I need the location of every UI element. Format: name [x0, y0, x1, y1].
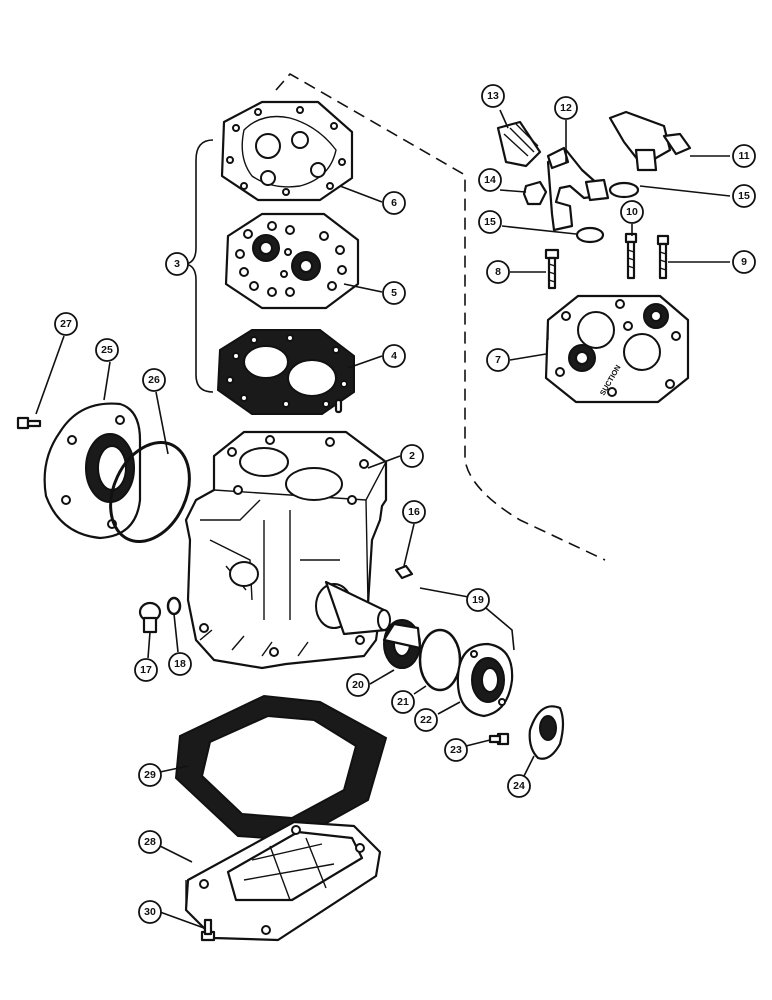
seal-cover-plate: [456, 642, 514, 718]
seal-plate-screw: [16, 416, 42, 430]
leader-lines: [35, 109, 731, 929]
callout-8-label: 8: [495, 266, 501, 278]
callout-3: 3: [165, 252, 189, 276]
callout-4: 4: [382, 344, 406, 368]
callout-22: 22: [414, 708, 438, 732]
callout-23: 23: [444, 738, 468, 762]
callout-27: 27: [54, 312, 78, 336]
callout-2: 2: [400, 444, 424, 468]
bottom-cover-plate: [184, 820, 382, 942]
callout-28-label: 28: [144, 836, 156, 848]
bottom-plate-gasket: [174, 694, 388, 842]
callout-11-label: 11: [738, 150, 749, 162]
callout-28: 28: [138, 830, 162, 854]
oil-fill-plug: [138, 601, 162, 634]
callout-13: 13: [481, 84, 505, 108]
callout-21: 21: [391, 690, 415, 714]
callout-26: 26: [142, 368, 166, 392]
callout-4-label: 4: [391, 350, 397, 362]
seal-o-ring: [418, 628, 462, 692]
callout-15-discharge: 15: [732, 184, 756, 208]
callout-17-label: 17: [140, 664, 152, 676]
callout-23-label: 23: [450, 744, 462, 756]
flare-nut-small: [522, 180, 548, 206]
callout-15-suction-label: 15: [484, 216, 496, 228]
callout-10-label: 10: [626, 206, 638, 218]
callout-22-label: 22: [420, 714, 432, 726]
oil-plug-o-ring: [166, 596, 182, 616]
discharge-service-valve: [608, 110, 692, 172]
callout-7: 7: [486, 348, 510, 372]
callout-15-discharge-label: 15: [738, 190, 750, 202]
callout-9-label: 9: [741, 256, 747, 268]
head-bolt-long: [656, 234, 670, 280]
callout-16: 16: [402, 500, 426, 524]
callout-2-label: 2: [409, 450, 415, 462]
dowel-pin: [334, 398, 343, 414]
head-group-dashed-outline: [275, 72, 606, 561]
callout-16-label: 16: [408, 506, 420, 518]
callout-30-label: 30: [144, 906, 156, 918]
head-bolt-short: [624, 232, 638, 280]
service-valve-cap: [496, 120, 542, 168]
callout-5: 5: [382, 281, 406, 305]
callout-29: 29: [138, 763, 162, 787]
callout-19-label: 19: [472, 594, 484, 606]
o-ring-discharge: [608, 181, 640, 199]
callout-25: 25: [95, 338, 119, 362]
callout-12-label: 12: [560, 102, 572, 114]
suction-service-valve: [546, 146, 610, 232]
callout-5-label: 5: [391, 287, 397, 299]
cylinder-head: SUCTION: [544, 294, 690, 404]
callout-14: 14: [478, 168, 502, 192]
callout-8: 8: [486, 260, 510, 284]
callout-9: 9: [732, 250, 756, 274]
callout-18: 18: [168, 652, 192, 676]
callout-26-label: 26: [148, 374, 160, 386]
valve-plate: [224, 212, 360, 310]
gasket-set-bracket: [185, 139, 214, 393]
callout-12: 12: [554, 96, 578, 120]
callout-13-label: 13: [487, 90, 499, 102]
callout-3-label: 3: [174, 258, 180, 270]
callout-30: 30: [138, 900, 162, 924]
callout-18-label: 18: [174, 658, 186, 670]
valve-plate-gasket-top: [220, 100, 354, 202]
callout-20: 20: [346, 673, 370, 697]
callout-29-label: 29: [144, 769, 156, 781]
shaft-key: [394, 564, 414, 580]
callout-7-label: 7: [495, 354, 501, 366]
callout-14-label: 14: [484, 174, 496, 186]
bottom-plate-screw: [200, 918, 216, 942]
seal-cover-screw: [488, 732, 510, 746]
crankcase: [184, 430, 391, 670]
callout-10: 10: [620, 200, 644, 224]
callout-25-label: 25: [101, 344, 113, 356]
shaft-seal: [382, 619, 422, 669]
head-bolt-flanged: [544, 248, 560, 290]
callout-20-label: 20: [352, 679, 364, 691]
callout-24-label: 24: [513, 780, 525, 792]
callout-11: 11: [732, 144, 756, 168]
callout-6: 6: [382, 191, 406, 215]
callout-24: 24: [507, 774, 531, 798]
callout-21-label: 21: [397, 696, 409, 708]
callout-17: 17: [134, 658, 158, 682]
seal-plate-o-ring: [109, 440, 191, 544]
callout-27-label: 27: [60, 318, 72, 330]
callout-19: 19: [466, 588, 490, 612]
seal-plate-front: [43, 402, 142, 540]
cylinder-head-gasket: [216, 329, 355, 415]
o-ring-suction: [575, 226, 605, 244]
seal-cover-cap: [528, 705, 565, 760]
callout-15-suction: 15: [478, 210, 502, 234]
callout-6-label: 6: [391, 197, 397, 209]
